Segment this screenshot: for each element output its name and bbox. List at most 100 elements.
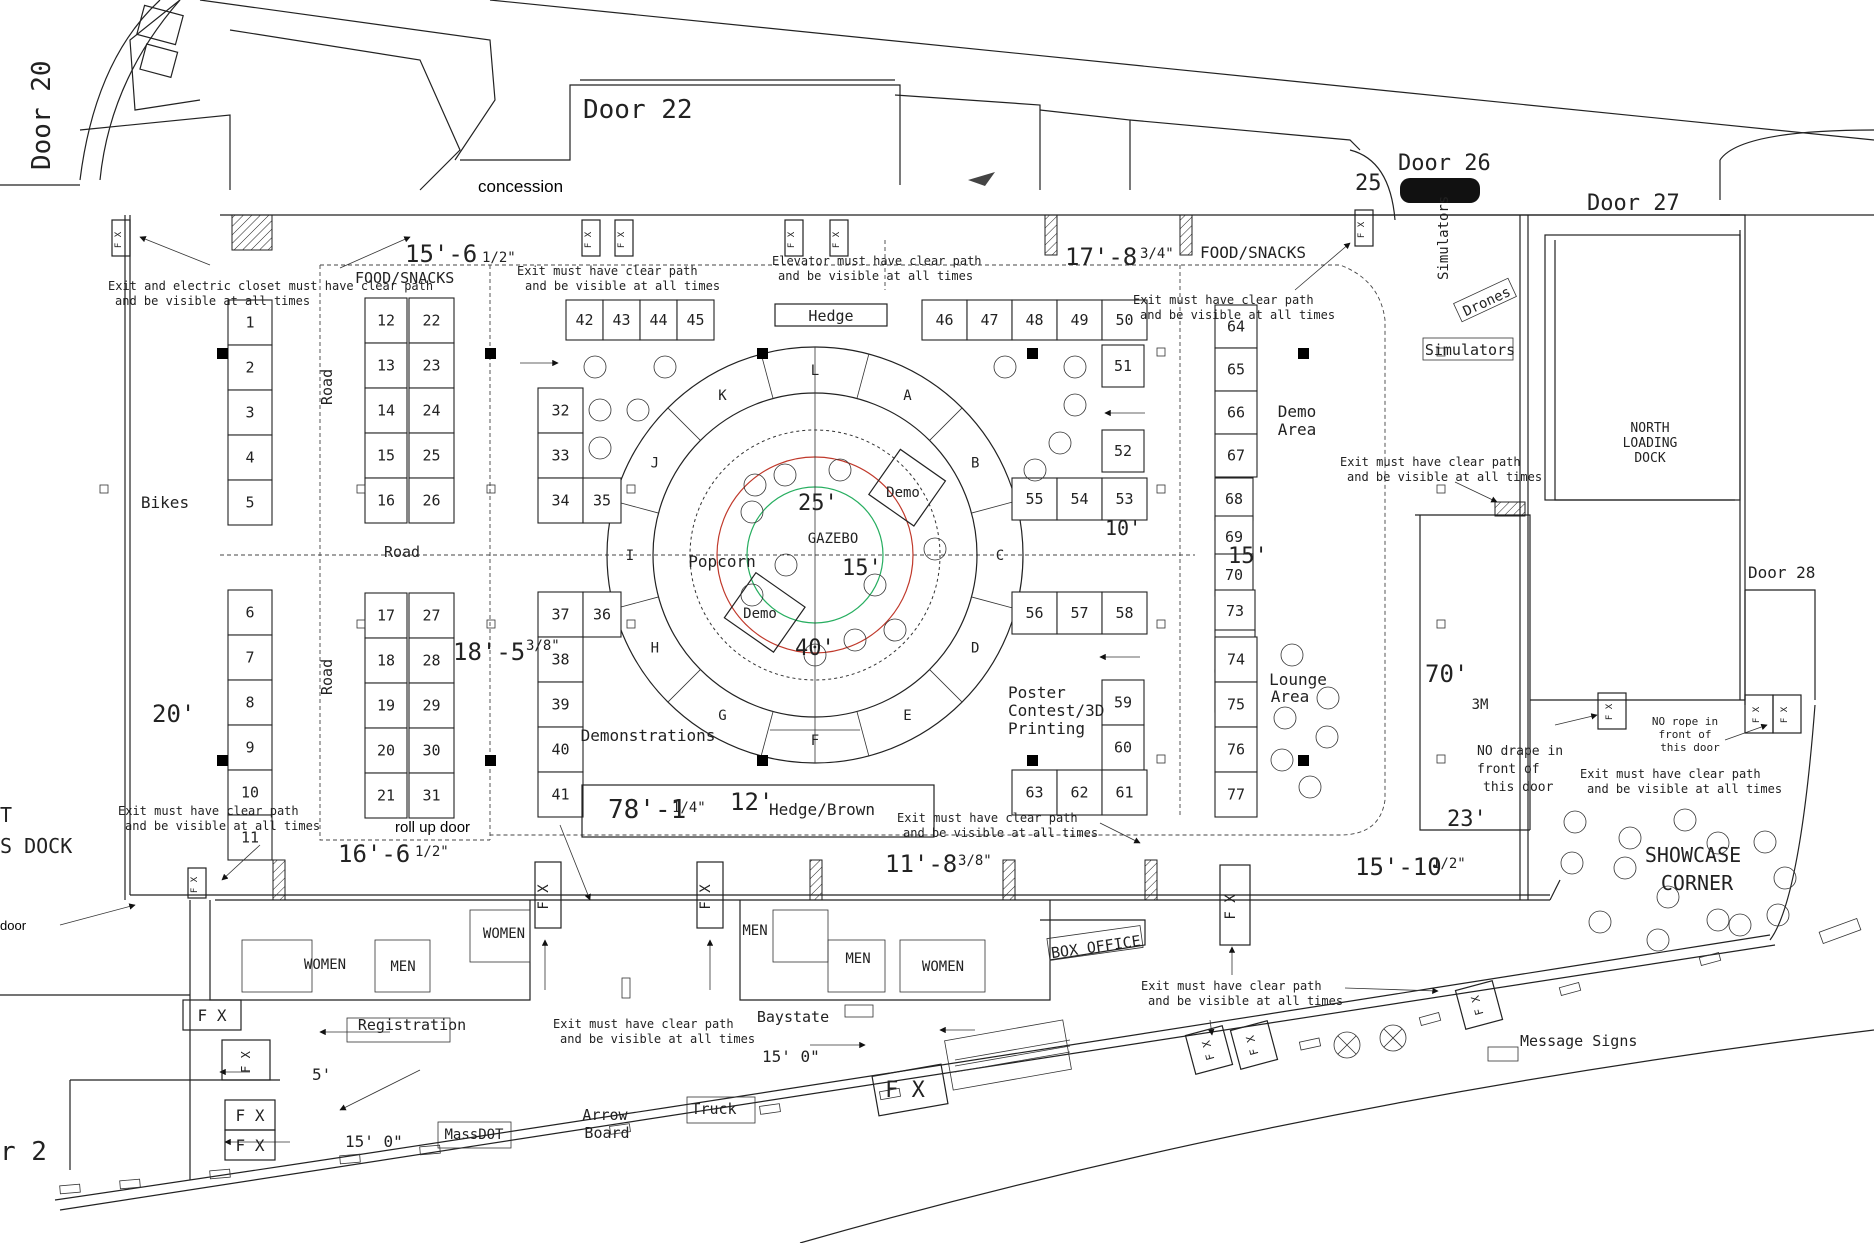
fx-label: F X	[584, 231, 594, 248]
booth-label-25: 25	[422, 447, 440, 465]
door-26-label: Door 26	[1398, 151, 1491, 176]
booth-label-5: 5	[245, 494, 254, 512]
booth-label-67: 67	[1227, 447, 1245, 465]
dim-17: 15' 0"	[762, 1047, 820, 1066]
ring-booth-D: D	[971, 641, 979, 657]
note-7a: Exit must have clear path	[897, 811, 1078, 825]
road-label-1: Road	[318, 369, 336, 405]
booth-28	[408, 637, 455, 684]
booth-label-9: 9	[245, 739, 254, 757]
ring-divider	[760, 353, 774, 399]
dim-2-frac: 3/4"	[1140, 246, 1174, 262]
dim-1-frac: 1/2"	[482, 250, 516, 266]
booth-label-15: 15	[377, 447, 395, 465]
booth-label-76: 76	[1227, 741, 1245, 759]
t-dock-label-2: S DOCK	[0, 834, 72, 858]
booth-50	[1101, 299, 1148, 341]
dim-10: 10'	[1105, 516, 1141, 540]
booth-13	[364, 342, 408, 389]
booth-label-27: 27	[422, 607, 440, 625]
dim-2: 17'-8	[1065, 243, 1137, 271]
ring-booth-J: J	[651, 456, 659, 472]
booth-label-38: 38	[551, 651, 569, 669]
booth-70	[1214, 553, 1254, 597]
booth-label-37: 37	[551, 606, 569, 624]
booth-label-60: 60	[1114, 739, 1132, 757]
fx-label: F X	[885, 1078, 925, 1103]
booth-63	[1011, 769, 1058, 816]
booth-label-34: 34	[551, 492, 569, 510]
ring-booth-E: E	[903, 708, 911, 724]
booth-label-30: 30	[422, 742, 440, 760]
note-6a: Exit must have clear path	[118, 804, 299, 818]
note-1a: Exit and electric closet must have clear…	[108, 279, 433, 293]
hedge-bottom	[581, 784, 935, 838]
fx-label: F X	[1752, 706, 1762, 723]
booth-label-11: 11	[241, 829, 259, 847]
booth-label-12: 12	[377, 312, 395, 330]
note-3a: Elevator must have clear path	[772, 254, 982, 268]
booth-label-49: 49	[1070, 311, 1088, 329]
no-rope-1: NO rope in	[1652, 715, 1718, 728]
ring-divider	[929, 407, 963, 441]
door-label: door	[0, 918, 27, 933]
booth-label-21: 21	[377, 787, 395, 805]
restroom-women-3: WOMEN	[922, 959, 964, 975]
booth-5	[227, 479, 273, 526]
booth-27	[408, 592, 455, 639]
labels: Door 20 Door 22 Door 26 Door 27 Door 28 …	[0, 60, 1815, 1167]
booth-3	[227, 389, 273, 436]
note-3b: and be visible at all times	[778, 269, 973, 283]
booth-label-2: 2	[245, 359, 254, 377]
booth-53	[1101, 477, 1148, 521]
booth-19	[364, 682, 408, 729]
booth-label-66: 66	[1227, 404, 1245, 422]
booth-label-58: 58	[1115, 604, 1133, 622]
booth-label-50: 50	[1115, 311, 1133, 329]
booth-39	[537, 681, 584, 728]
note-2a: Exit must have clear path	[517, 264, 698, 278]
booth-label-44: 44	[649, 311, 667, 329]
fx-markers: F X F X F X F X F X F X F X F X F X F X …	[111, 209, 1802, 1161]
booth-52	[1101, 429, 1145, 473]
hedge-bottom-label: Hedge/Brown	[769, 800, 875, 819]
booth-label-29: 29	[422, 697, 440, 715]
dim-19: 5'	[312, 1065, 331, 1084]
booth-30	[408, 727, 455, 774]
dim-11: 15'	[1228, 544, 1268, 569]
road-label-3: Road	[318, 659, 336, 695]
note-10a: Exit must have clear path	[1141, 979, 1322, 993]
round-tables	[583, 355, 1797, 952]
booth-label-45: 45	[686, 311, 704, 329]
poster-label-3: Printing	[1008, 719, 1085, 738]
note-7b: and be visible at all times	[903, 826, 1098, 840]
booth-43	[602, 299, 641, 341]
booth-18	[364, 637, 408, 684]
dim-7-frac: 3/8"	[958, 853, 992, 869]
3m-label: 3M	[1472, 697, 1489, 713]
booth-21	[364, 772, 408, 819]
booth-59	[1101, 679, 1145, 726]
booth-14	[364, 387, 408, 434]
booth-77	[1214, 771, 1258, 818]
roll-up-door-label: roll up door	[395, 819, 470, 836]
booth-6	[227, 589, 273, 636]
demo-area-label-1: Demo	[1278, 402, 1317, 421]
booth-label-69: 69	[1225, 528, 1243, 546]
ring-booth-G: G	[718, 708, 726, 724]
north-dock-label-3: DOCK	[1634, 451, 1665, 466]
booth-label-54: 54	[1070, 490, 1088, 508]
fx-label: F X	[536, 884, 552, 910]
ring-booth-B: B	[971, 456, 979, 472]
massdot-label: MassDOT	[444, 1127, 504, 1143]
door-25-label: 25	[1355, 171, 1382, 196]
fx-label: F X	[236, 1106, 265, 1125]
booth-36	[582, 591, 622, 638]
dim-12: 70'	[1425, 660, 1468, 688]
dim-5: 78'-1	[608, 795, 686, 825]
road-label-2: Road	[384, 543, 420, 561]
poster-label-1: Poster	[1008, 683, 1066, 702]
door-28-label: Door 28	[1748, 563, 1815, 582]
